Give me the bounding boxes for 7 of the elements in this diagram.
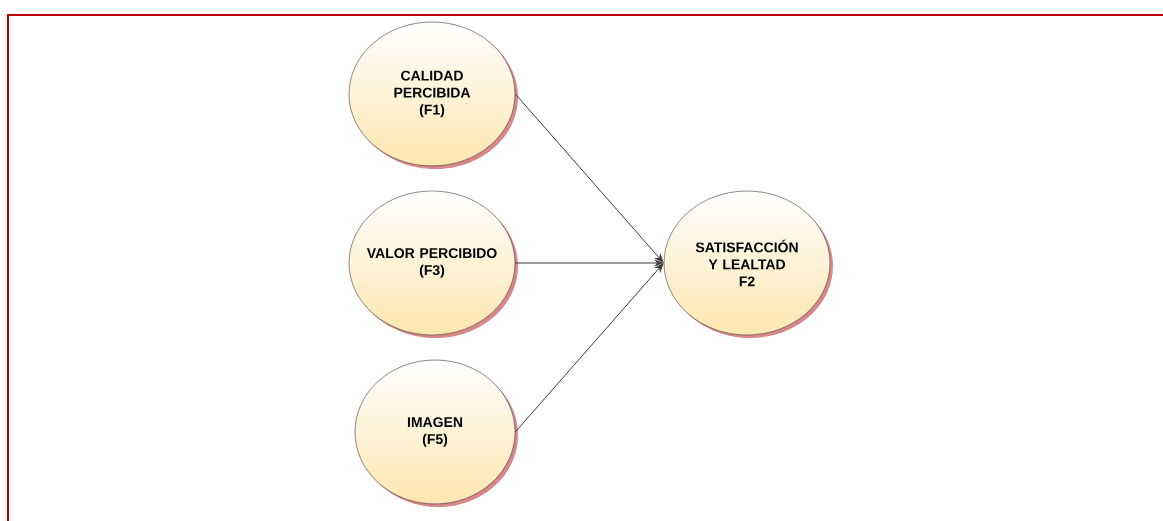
ellipse-node: SATISFACCIÓN Y LEALTAD F2 bbox=[663, 190, 833, 338]
ellipse-node: CALIDAD PERCIBIDA (F1) bbox=[348, 21, 518, 169]
arrow bbox=[514, 263, 664, 433]
ellipse-node: IMAGEN (F5) bbox=[354, 359, 518, 507]
arrow bbox=[514, 259, 663, 267]
arrow bbox=[514, 93, 664, 263]
ellipse-node: VALOR PERCIBIDO (F3) bbox=[348, 190, 518, 338]
